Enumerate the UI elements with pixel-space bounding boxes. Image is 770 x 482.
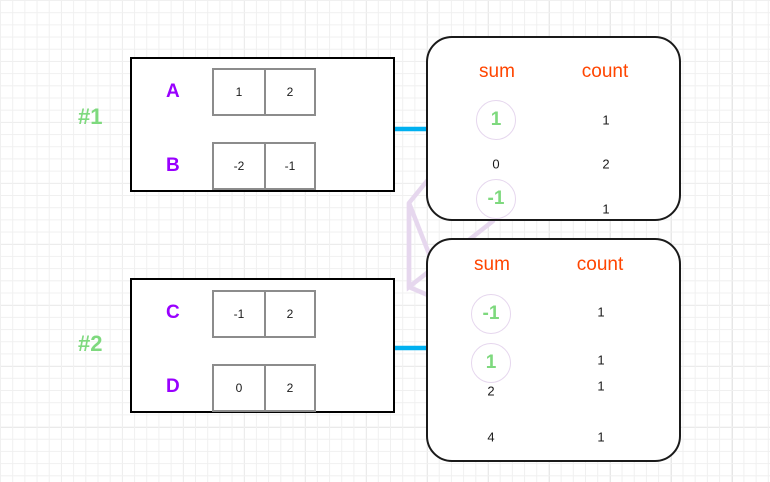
agg2-row1-highlight-circle: [471, 343, 511, 383]
row-cells-b: -2 -1: [212, 142, 316, 190]
cell-d-0: 0: [235, 381, 243, 395]
row-cells-c: -1 2: [212, 290, 316, 338]
cell-c-0: -1: [233, 307, 245, 321]
agg2-row2-sum: 2: [487, 383, 495, 399]
agg1-row1-sum: 0: [492, 156, 500, 172]
agg1-header-count: count: [581, 61, 629, 82]
agg2-header-count: count: [576, 254, 624, 275]
agg1-header-sum: sum: [479, 61, 515, 82]
cell-c-1: 2: [264, 292, 314, 336]
agg1-row1-count: 2: [602, 156, 610, 172]
agg2-row2-count: 1: [597, 378, 605, 394]
agg1-row2-sum: -1: [487, 188, 505, 209]
agg2-row0-count: 1: [597, 304, 605, 320]
agg1-row0-sum: 1: [490, 109, 502, 130]
partition-label-2: #2: [78, 331, 103, 356]
agg1-row2-highlight-circle: [476, 179, 516, 219]
agg1-row0-count: 1: [602, 112, 610, 128]
aggregate-box-2: [426, 238, 681, 462]
cell-a-1: 2: [264, 70, 314, 114]
cell-b-1: -1: [264, 144, 314, 188]
cell-d-1: 2: [264, 366, 314, 410]
agg2-header-sum: sum: [474, 254, 510, 275]
agg1-row2-count: 1: [602, 201, 610, 217]
agg1-row0-highlight-circle: [476, 100, 516, 140]
agg2-row3-count: 1: [597, 429, 605, 445]
row-cells-a: 1 2: [212, 68, 316, 116]
agg2-row0-sum: -1: [482, 303, 500, 324]
agg2-row1-count: 1: [597, 352, 605, 368]
row-letter-d: D: [166, 376, 180, 397]
partition-label-1: #1: [78, 104, 103, 129]
aggregate-box-1: [426, 36, 681, 221]
cell-b-0: -2: [233, 159, 245, 173]
row-letter-b: B: [166, 155, 180, 176]
row-cells-d: 0 2: [212, 364, 316, 412]
agg2-row1-sum: 1: [485, 352, 497, 373]
row-letter-c: C: [166, 302, 180, 323]
agg2-row3-sum: 4: [487, 429, 495, 445]
cell-a-0: 1: [235, 85, 243, 99]
row-letter-a: A: [166, 81, 180, 102]
agg2-row0-highlight-circle: [471, 294, 511, 334]
